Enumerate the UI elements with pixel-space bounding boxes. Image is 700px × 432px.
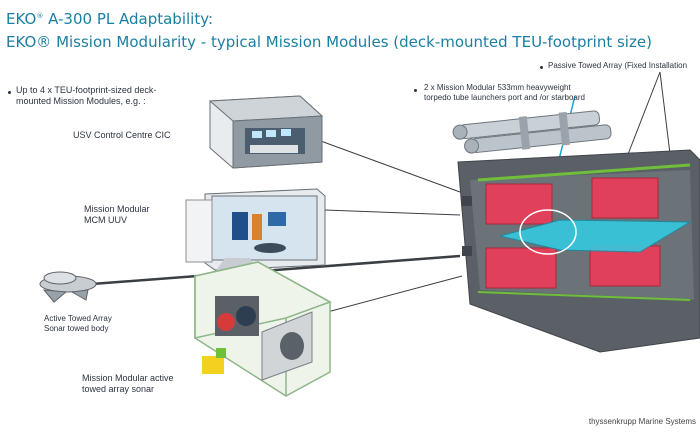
deck-module-2	[591, 177, 659, 219]
intro-line2: mounted Mission Modules, e.g. :	[16, 96, 146, 106]
label-mcm-line1: Mission Modular	[84, 204, 150, 214]
deck-module-3	[485, 247, 557, 289]
label-usv-cic: USV Control Centre CIC	[73, 130, 171, 140]
tow-cable	[91, 254, 461, 286]
note-torpedo-line1: 2 x Mission Modular 533mm heavyweight	[424, 83, 571, 92]
page-subtitle: EKO® Mission Modularity - typical Missio…	[6, 33, 652, 51]
page-title: EKO® A-300 PL Adaptability:	[6, 10, 213, 28]
usv-cic-container	[208, 95, 324, 169]
intro-bullet	[8, 91, 11, 94]
footer-credit: thyssenkrupp Marine Systems	[588, 417, 696, 426]
passive-bullet	[540, 66, 543, 69]
mcm-uuv-container	[185, 188, 326, 272]
towed-body-graphic	[39, 271, 97, 303]
deck-module-4	[589, 245, 661, 287]
note-passive-towed-array: Passive Towed Array (Fixed Installation	[548, 61, 688, 70]
label-sonar-line2: towed array sonar	[82, 384, 155, 394]
label-towed-body-line2: Sonar towed body	[44, 324, 109, 333]
note-torpedo-line2: torpedo tube launchers port and /or star…	[424, 93, 585, 102]
connector-sonar	[304, 275, 463, 319]
title-line1: A-300 PL Adaptability:	[43, 10, 214, 28]
connector-mcm	[324, 209, 461, 216]
connector-passive-1	[624, 71, 661, 163]
intro-line1: Up to 4 x TEU-footprint-sized deck-	[16, 85, 157, 95]
sonar-container	[194, 261, 332, 397]
deck-module-1	[485, 183, 553, 225]
label-mcm-line2: MCM UUV	[84, 215, 127, 225]
label-towed-body-line1: Active Towed Array	[44, 314, 112, 323]
label-sonar-line1: Mission Modular active	[82, 373, 174, 383]
title-reg-mark: ®	[36, 12, 44, 20]
torpedo-bullet	[414, 89, 417, 92]
ship-hull	[457, 149, 700, 353]
connector-cic	[317, 139, 461, 193]
torpedo-launchers	[452, 110, 612, 154]
title-brand: EKO	[6, 10, 37, 28]
